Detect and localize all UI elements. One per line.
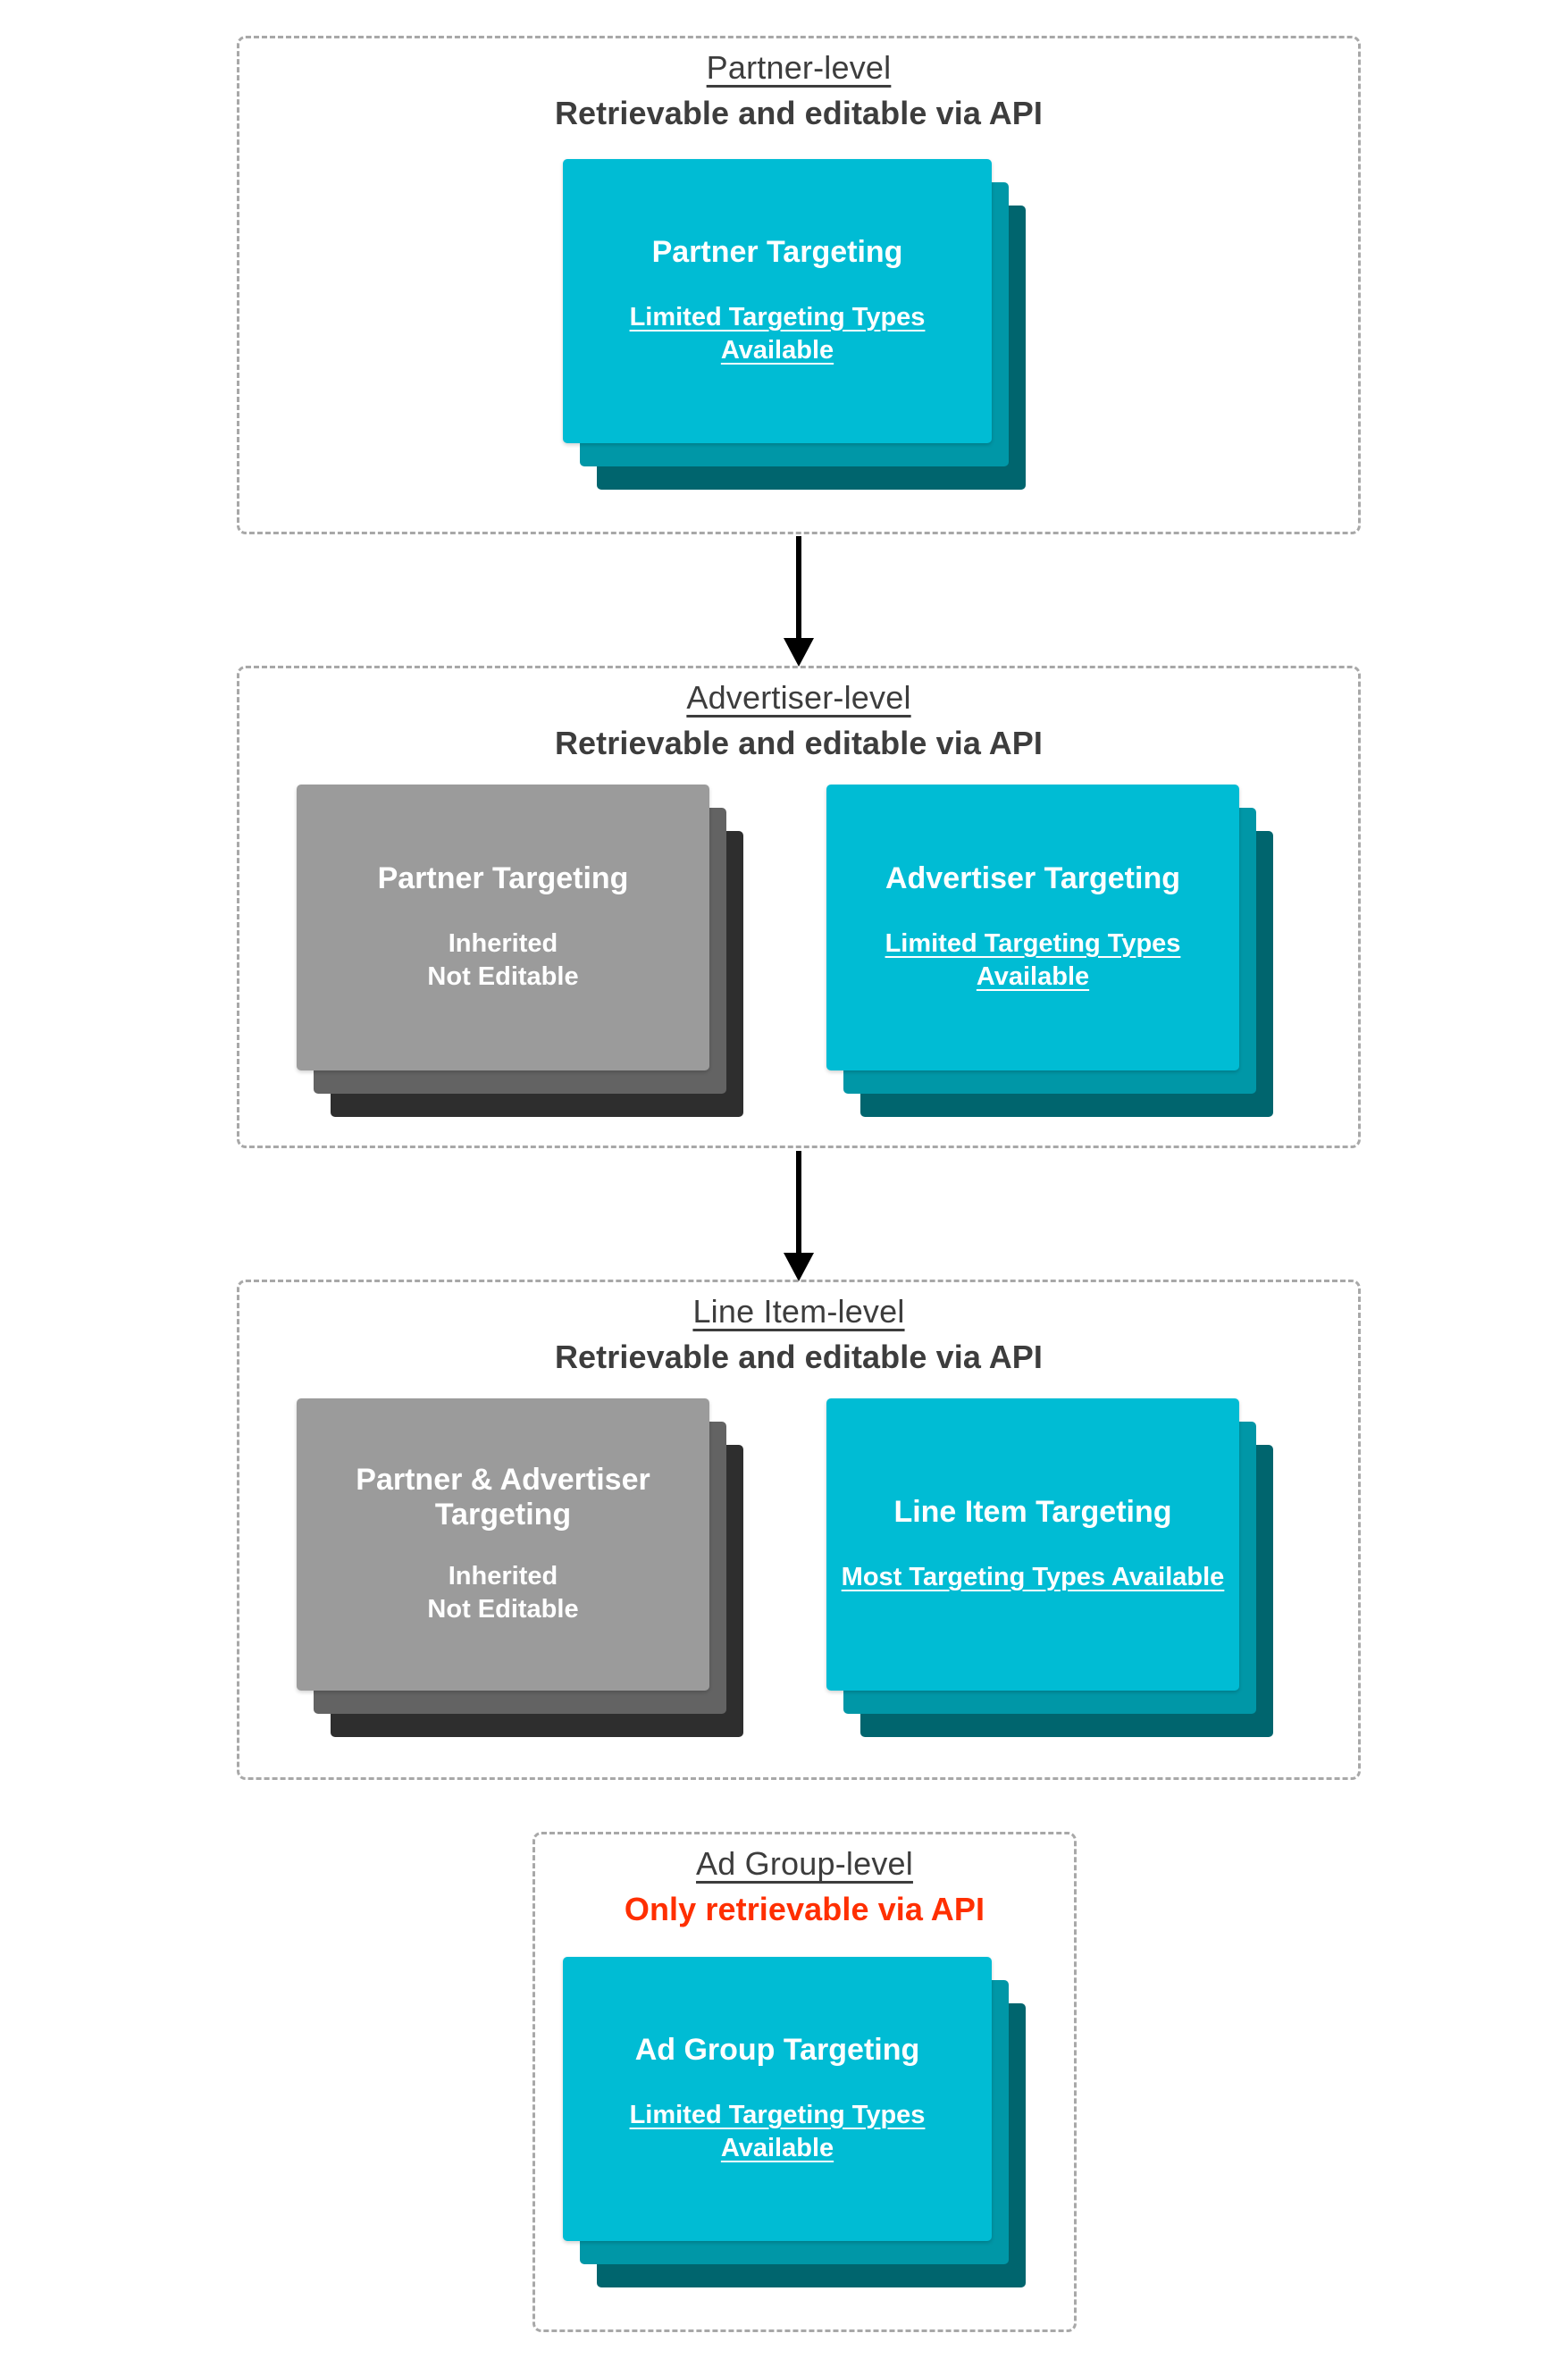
card-note-advertiser-targeting: Limited Targeting Types Available [885, 928, 1181, 991]
card-stack-line-item-targeting[interactable]: Line Item Targeting Most Targeting Types… [826, 1398, 1273, 1737]
connector-arrow-partner-to-advertiser [784, 536, 814, 667]
card-title-line-item-targeting: Line Item Targeting [893, 1495, 1172, 1530]
card-note-partner-targeting: Limited Targeting Types Available [629, 302, 926, 365]
card-title-inherited-partner-targeting: Partner Targeting [377, 861, 629, 896]
card-title-advertiser-targeting: Advertiser Targeting [885, 861, 1180, 896]
arrow-head [784, 1253, 814, 1281]
arrow-shaft [796, 1151, 801, 1253]
level-box-line-item [237, 1280, 1361, 1780]
card-layer-front[interactable]: Line Item Targeting Most Targeting Types… [826, 1398, 1239, 1691]
card-note-inherited-partner-advertiser-targeting: Inherited Not Editable [427, 1561, 579, 1624]
card-layer-front[interactable]: Advertiser Targeting Limited Targeting T… [826, 785, 1239, 1070]
level-box-partner [237, 36, 1361, 534]
card-note-line-item-targeting: Most Targeting Types Available [841, 1562, 1225, 1591]
card-note-ad-group-targeting: Limited Targeting Types Available [629, 2100, 926, 2162]
card-stack-line-item-inherited[interactable]: Partner & Advertiser Targeting Inherited… [297, 1398, 743, 1737]
card-title-inherited-partner-advertiser-targeting: Partner & Advertiser Targeting [356, 1462, 650, 1532]
card-stack-advertiser-targeting[interactable]: Advertiser Targeting Limited Targeting T… [826, 785, 1273, 1117]
arrow-shaft [796, 536, 801, 638]
card-layer-front[interactable]: Partner Targeting Limited Targeting Type… [563, 159, 992, 443]
level-box-advertiser [237, 666, 1361, 1148]
card-layer-front[interactable]: Ad Group Targeting Limited Targeting Typ… [563, 1957, 992, 2241]
card-stack-advertiser-inherited-partner[interactable]: Partner Targeting Inherited Not Editable [297, 785, 743, 1117]
card-layer-front[interactable]: Partner Targeting Inherited Not Editable [297, 785, 709, 1070]
card-note-inherited-partner-targeting: Inherited Not Editable [427, 928, 579, 991]
level-box-ad-group [532, 1832, 1077, 2332]
card-title-ad-group-targeting: Ad Group Targeting [634, 2033, 920, 2068]
card-title-partner-targeting: Partner Targeting [651, 235, 903, 270]
connector-arrow-advertiser-to-line-item [784, 1151, 814, 1281]
card-stack-ad-group-targeting[interactable]: Ad Group Targeting Limited Targeting Typ… [563, 1957, 1026, 2287]
card-stack-partner-targeting[interactable]: Partner Targeting Limited Targeting Type… [563, 159, 1026, 490]
arrow-head [784, 638, 814, 667]
card-layer-front[interactable]: Partner & Advertiser Targeting Inherited… [297, 1398, 709, 1691]
